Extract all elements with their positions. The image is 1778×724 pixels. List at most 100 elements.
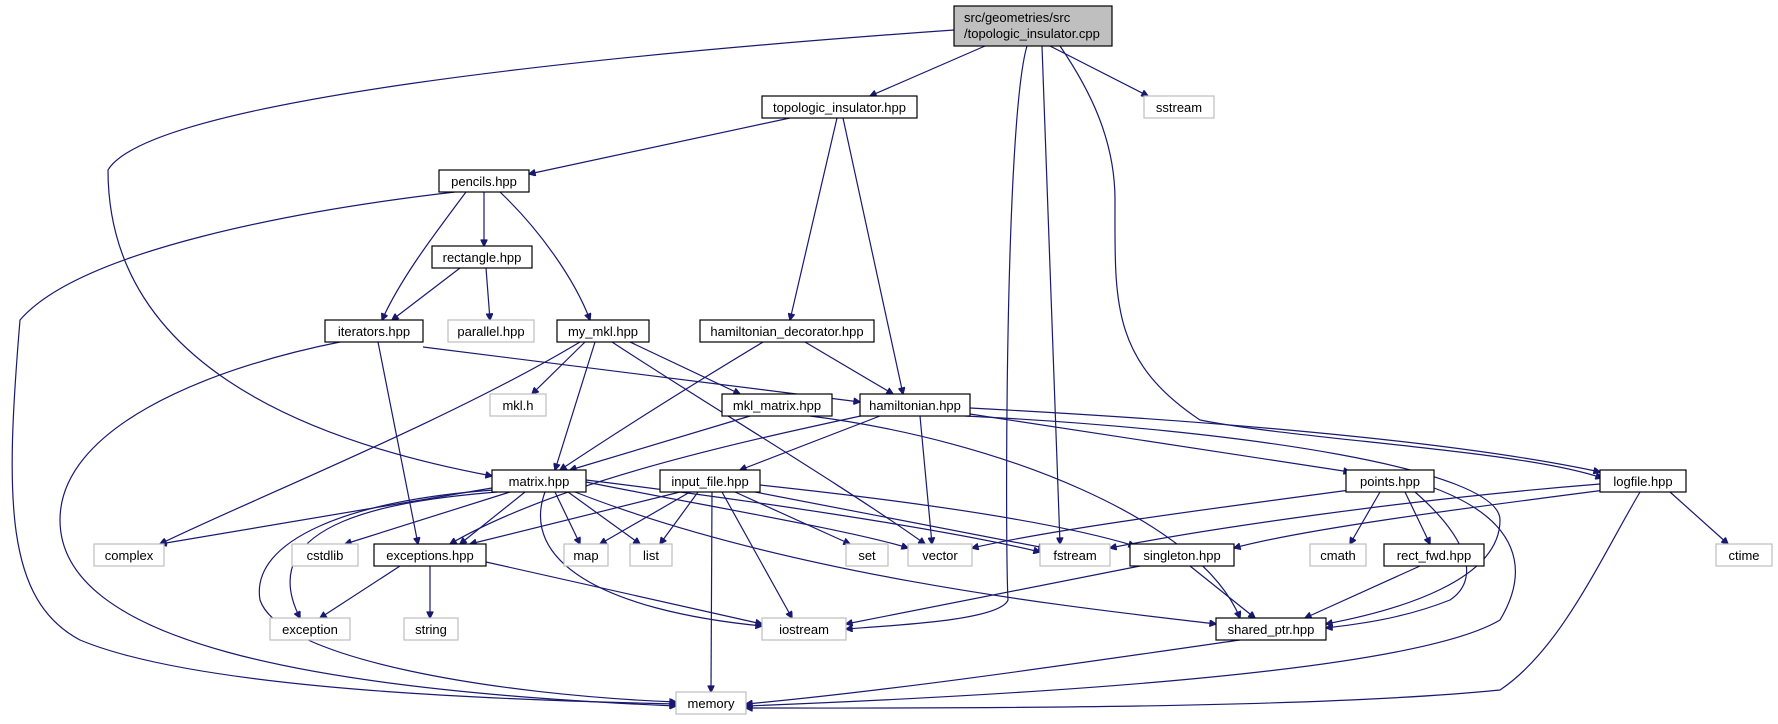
- edge-points-cmath: [1350, 491, 1381, 544]
- node-label: memory: [688, 696, 735, 711]
- node-label: iterators.hpp: [338, 324, 410, 339]
- node-label: points.hpp: [1360, 474, 1420, 489]
- node-label: hamiltonian_decorator.hpp: [710, 324, 863, 339]
- edge-ti-hamiltonian_hpp: [842, 117, 903, 394]
- root-label-line2: /topologic_insulator.cpp: [964, 26, 1100, 41]
- edge-exceptions-iostream: [485, 561, 762, 624]
- edge-hd-matrix_hpp: [560, 341, 764, 470]
- node-exceptions-hpp[interactable]: exceptions.hpp: [373, 543, 487, 567]
- edge-logfile-ctime: [1669, 491, 1728, 544]
- node-mkl-matrix-hpp[interactable]: mkl_matrix.hpp: [721, 393, 833, 417]
- node-label: cstdlib: [307, 548, 344, 563]
- edge-input_file-map: [600, 491, 691, 544]
- edge-hamiltonian-shared_ptr_hpp: [964, 415, 1501, 624]
- node-iterators-hpp[interactable]: iterators.hpp: [324, 319, 424, 343]
- node-map[interactable]: map: [563, 543, 609, 567]
- node-label: input_file.hpp: [671, 474, 748, 489]
- node-label: fstream: [1053, 548, 1096, 563]
- node-sstream[interactable]: sstream: [1143, 95, 1215, 119]
- edge-exceptions-exception: [320, 565, 401, 618]
- node-my-mkl-hpp[interactable]: my_mkl.hpp: [556, 319, 650, 343]
- node-mkl-h[interactable]: mkl.h: [489, 393, 547, 417]
- edge-hamiltonian-points_hpp: [969, 413, 1350, 472]
- root-box: [953, 5, 1113, 47]
- node-string[interactable]: string: [403, 617, 459, 641]
- edges: [11, 29, 1728, 708]
- node-shared-ptr-hpp[interactable]: shared_ptr.hpp: [1215, 617, 1327, 641]
- edge-input_file-set: [734, 491, 850, 544]
- node-hamiltonian-decorator-hpp[interactable]: hamiltonian_decorator.hpp: [699, 319, 875, 343]
- node-pencils-hpp[interactable]: pencils.hpp: [438, 169, 530, 193]
- edge-matrix-exception: [289, 491, 498, 618]
- node-cmath[interactable]: cmath: [1309, 543, 1367, 567]
- node-label: rect_fwd.hpp: [1397, 548, 1471, 563]
- node-label: ctime: [1728, 548, 1759, 563]
- node-fstream[interactable]: fstream: [1039, 543, 1111, 567]
- node-label: my_mkl.hpp: [568, 324, 638, 339]
- edge-input_file-iostream: [721, 491, 792, 618]
- node-exception[interactable]: exception: [269, 617, 351, 641]
- edge-my_mkl-vector: [611, 341, 925, 544]
- node-memory[interactable]: memory: [675, 691, 747, 715]
- node-parallel-hpp[interactable]: parallel.hpp: [447, 319, 535, 343]
- edge-matrix-iostream: [539, 491, 762, 626]
- edge-points-shared_ptr_hpp: [1326, 491, 1468, 628]
- edge-matrix-vector: [585, 481, 908, 548]
- node-label: hamiltonian.hpp: [869, 398, 961, 413]
- node-matrix-hpp[interactable]: matrix.hpp: [491, 469, 587, 493]
- edge-root-topologic_insulator_hpp: [870, 45, 986, 96]
- edge-rectangle-iterators_hpp: [392, 267, 461, 320]
- edge-singleton-shared_ptr_hpp: [1189, 565, 1255, 618]
- edge-root-iostream: [846, 45, 1028, 629]
- node-complex[interactable]: complex: [93, 543, 165, 567]
- edge-ti-hamiltonian_decorator_hpp: [790, 117, 838, 320]
- node-label: rectangle.hpp: [443, 250, 522, 265]
- edge-pencils-iterators_hpp: [382, 191, 467, 320]
- node-root-topologic-insulator-cpp[interactable]: src/geometries/src /topologic_insulator.…: [953, 5, 1113, 47]
- node-rect-fwd-hpp[interactable]: rect_fwd.hpp: [1383, 543, 1485, 567]
- node-list[interactable]: list: [629, 543, 673, 567]
- node-topologic-insulator-hpp[interactable]: topologic_insulator.hpp: [761, 95, 918, 119]
- edge-matrix-map: [554, 491, 580, 544]
- node-label: mkl.h: [502, 398, 533, 413]
- edge-pencils-memory: [11, 191, 676, 704]
- edge-rectangle-parallel_hpp: [485, 267, 490, 320]
- node-singleton-hpp[interactable]: singleton.hpp: [1129, 543, 1235, 567]
- node-label: vector: [922, 548, 958, 563]
- node-label: singleton.hpp: [1143, 548, 1220, 563]
- node-input-file-hpp[interactable]: input_file.hpp: [659, 469, 761, 493]
- node-rectangle-hpp[interactable]: rectangle.hpp: [431, 245, 533, 269]
- edge-my_mkl-mkl_matrix_hpp: [629, 341, 740, 394]
- root-label-line1: src/geometries/src: [964, 10, 1071, 25]
- edge-matrix-complex: [160, 487, 493, 544]
- node-label: matrix.hpp: [509, 474, 570, 489]
- node-label: exception: [282, 622, 338, 637]
- edge-root-fstream: [1041, 45, 1060, 544]
- edge-root-sstream: [1049, 45, 1148, 96]
- edge-matrix-list: [567, 491, 640, 544]
- edge-ti-pencils_hpp: [529, 117, 791, 174]
- node-label: pencils.hpp: [451, 174, 517, 189]
- node-ctime[interactable]: ctime: [1715, 543, 1773, 567]
- edge-points-rect_fwd_hpp: [1404, 491, 1430, 544]
- edge-matrix-exceptions_hpp: [460, 491, 526, 544]
- node-iostream[interactable]: iostream: [761, 617, 847, 641]
- edge-my_mkl-matrix_hpp: [555, 341, 596, 470]
- edge-hamiltonian-vector: [919, 415, 932, 544]
- edge-hamiltonian-exceptions_hpp: [450, 413, 871, 544]
- node-points-hpp[interactable]: points.hpp: [1345, 469, 1435, 493]
- node-label: topologic_insulator.hpp: [773, 100, 906, 115]
- node-set[interactable]: set: [845, 543, 889, 567]
- node-label: logfile.hpp: [1613, 474, 1672, 489]
- edge-input_file-fstream: [754, 491, 1045, 548]
- node-label: shared_ptr.hpp: [1228, 622, 1315, 637]
- edge-mkl_matrix-shared_ptr_hpp: [809, 415, 1240, 618]
- edge-mkl_matrix-matrix_hpp: [570, 415, 751, 470]
- node-logfile-hpp[interactable]: logfile.hpp: [1599, 469, 1687, 493]
- edge-pencils-my_mkl_hpp: [499, 191, 590, 320]
- node-hamiltonian-hpp[interactable]: hamiltonian.hpp: [859, 393, 971, 417]
- node-cstdlib[interactable]: cstdlib: [291, 543, 359, 567]
- edge-my_mkl-complex: [160, 341, 581, 544]
- node-vector[interactable]: vector: [907, 543, 973, 567]
